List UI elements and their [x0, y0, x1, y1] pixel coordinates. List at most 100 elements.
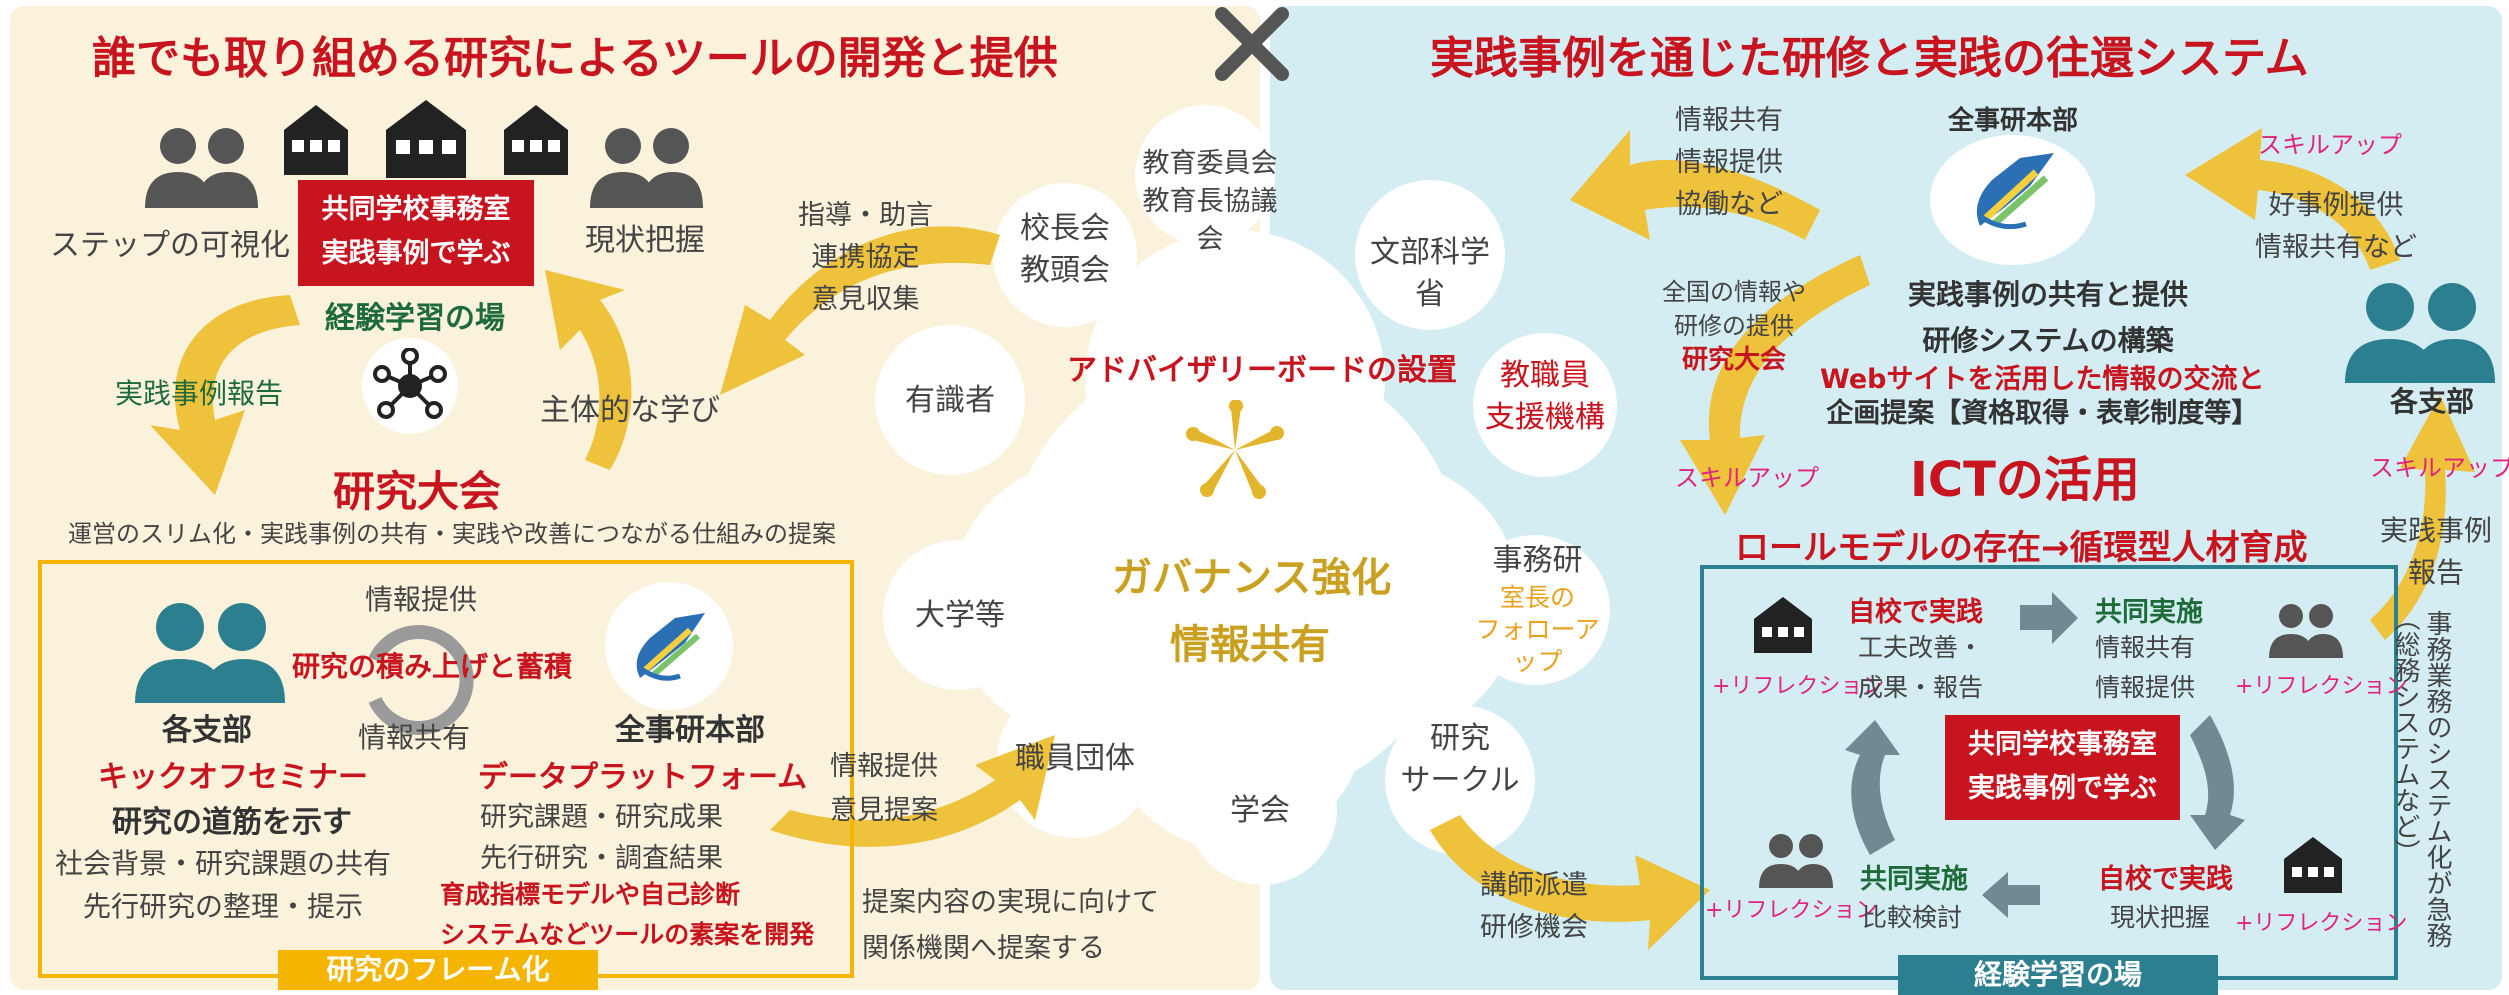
status-label: 現状把握 [585, 223, 705, 258]
web-text: Webサイトを活用した情報の交流と 企画提案【資格取得・表彰制度等】 [1820, 363, 2264, 431]
skillup-mid: スキルアップ [1675, 464, 1819, 492]
proposal-text: 提案内容の実現に向けて 関係機関へ提案する [862, 880, 1159, 972]
yellow-arrows [150, 128, 2475, 950]
text-line: 研修の提供 [1674, 312, 1794, 340]
conference-right: 研究大会 [1681, 345, 1786, 375]
text-line: 情報提供 [1675, 147, 1783, 178]
text-line: 情報共有 [1675, 105, 1783, 136]
text-line: 報告 [2408, 556, 2465, 589]
center-flower [875, 105, 1617, 885]
school-icon [2284, 837, 2342, 893]
step-visualization: ステップの可視化 [50, 228, 290, 263]
proactive-label: 主体的な学び [540, 393, 720, 428]
text-line: 講師派遣 [1480, 870, 1588, 901]
follow-line: フォローアップ [1475, 615, 1600, 676]
conference-title: 研究大会 [333, 467, 502, 516]
info-provide-label: 情報提供 [365, 583, 478, 616]
dp-item-3: 育成指標モデルや自己診断 [440, 880, 741, 909]
redbox-line1: 共同学校事務室 [321, 194, 511, 225]
text-line: 研修機会 [1480, 912, 1588, 943]
practice-report-right: 実践事例 報告 [2380, 510, 2492, 594]
experience-tab: 経験学習の場 [1898, 955, 2218, 995]
society-node: 学会 [1230, 793, 1290, 828]
teacher-support-node: 教職員 支援機構 [1480, 355, 1610, 439]
redbox-line2: 実践事例で学ぶ [1968, 773, 2157, 804]
kickoff-item-1: 社会背景・研究課題の共有 [55, 847, 392, 880]
joint2-detail: 比較検討 [1862, 903, 1963, 932]
own1-detail: 工夫改善・ 成果・報告 [1858, 628, 1983, 708]
data-platform-title: データプラットフォーム [478, 760, 808, 795]
own2-detail: 現状把握 [2110, 903, 2211, 932]
staff-group-node: 職員団体 [1015, 741, 1135, 776]
left-title: 誰でも取り組める研究によるツールの開発と提供 [92, 33, 1058, 84]
text-line: Webサイトを活用した情報の交流と [1820, 364, 2265, 395]
cycle-arrows [1845, 592, 2245, 918]
branch-people-icon [2345, 283, 2495, 383]
research-path: 研究の道筋を示す [112, 805, 352, 840]
network-icon [373, 348, 447, 419]
hq-logo-icon [1976, 153, 2054, 230]
cross-mark [1215, 7, 1289, 81]
jimuken-node: 事務研 室長の フォローアップ [1465, 540, 1610, 678]
text-line: 情報共有 [2095, 633, 2196, 662]
web-line-2: 企画提案【資格取得・表彰制度等】 [1826, 398, 2259, 429]
own-school-1: 自校で実践 [1848, 597, 1983, 628]
school-icon [284, 100, 568, 178]
text-line: 実践事例 [2380, 514, 2493, 547]
redbox-line2: 実践事例で学ぶ [321, 238, 511, 269]
hq-label-left: 全事研本部 [615, 713, 765, 748]
lecturer-text: 講師派遣 研修機会 [1480, 865, 1588, 949]
reflection-4: +リフレクション [2235, 911, 2408, 936]
skillup-top: スキルアップ [2258, 131, 2402, 159]
node-line: 教頭会 [1020, 253, 1110, 288]
share-title: 実践事例の共有と提供 研修システムの構築 [1908, 272, 2188, 364]
national-text: 全国の情報や 研修の提供 研究大会 [1662, 275, 1806, 377]
hq-label-right: 全事研本部 [1948, 106, 2079, 136]
own-school-2: 自校で実践 [2098, 864, 2233, 895]
experts-node: 有識者 [905, 383, 995, 418]
governance-label: ガバナンス強化 [1112, 555, 1392, 601]
role-model: ロールモデルの存在→循環型人材育成 [1735, 528, 2308, 568]
info-provide-2: 情報提供 意見提案 [830, 745, 938, 833]
redbox-line1: 共同学校事務室 [1968, 729, 2157, 760]
text-line: 情報提供 [2095, 673, 2196, 702]
text-line: 成果・報告 [1858, 673, 1984, 702]
text-line: 企画提案【資格取得・表彰制度等】 [1820, 397, 2264, 431]
center-info-share: 情報共有 [1170, 622, 1330, 668]
info-line: 意見提案 [830, 795, 938, 826]
joint1-detail: 情報共有 情報提供 [2095, 628, 2195, 708]
board-node: 教育委員会 教育長協議会 [1135, 145, 1285, 258]
proposal-line: 提案内容の実現に向けて [862, 887, 1159, 918]
node-line: サークル [1400, 763, 1520, 798]
experience-place: 経験学習の場 [325, 301, 505, 336]
skillup-right: スキルアップ [2370, 454, 2509, 482]
node-line: 研究 [1430, 721, 1490, 756]
branch-people-icon [135, 603, 285, 703]
hands-icon [1186, 400, 1284, 499]
proposal-line: 関係機関へ提案する [862, 933, 1105, 964]
dp-item-2: 先行研究・調査結果 [480, 843, 723, 874]
people-icon [145, 128, 258, 208]
ict-title: ICTの活用 [1910, 452, 2140, 508]
kickoff-title: キックオフセミナー [98, 760, 368, 795]
reflection-1: +リフレクション [1712, 674, 1885, 699]
right-title: 実践事例を通じた研修と実践の往還システム [1430, 33, 2309, 84]
good-practice-text: 好事例提供 情報共有など [2255, 185, 2417, 269]
people-icon [2269, 604, 2343, 658]
top-left-right-text: 情報共有 情報提供 協働など [1675, 100, 1783, 226]
principals-node: 校長会 教頭会 [1000, 208, 1130, 292]
joint-office-box: 共同学校事務室 実践事例で学ぶ [298, 180, 534, 286]
refresh-icon [368, 625, 474, 735]
node-line: 校長会 [1020, 211, 1110, 246]
node-line: 教職員 [1500, 358, 1590, 393]
follow-line: 室長の [1499, 583, 1575, 612]
practice-report-label: 実践事例報告 [115, 377, 284, 410]
advisory-board: アドバイザリーボードの設置 [1067, 353, 1457, 388]
branch-label: 各支部 [162, 713, 252, 748]
node-line: 教育委員会 [1142, 148, 1278, 179]
reflection-2: +リフレクション [2235, 674, 2408, 699]
vertical-line-1: 事務業務のシステム化が急務 [2422, 610, 2452, 948]
conference-desc: 運営のスリム化・実践事例の共有・実践や改善につながる仕組みの提案 [68, 520, 836, 548]
people-icon [590, 128, 703, 208]
circle-node: 研究 サークル [1395, 718, 1525, 802]
